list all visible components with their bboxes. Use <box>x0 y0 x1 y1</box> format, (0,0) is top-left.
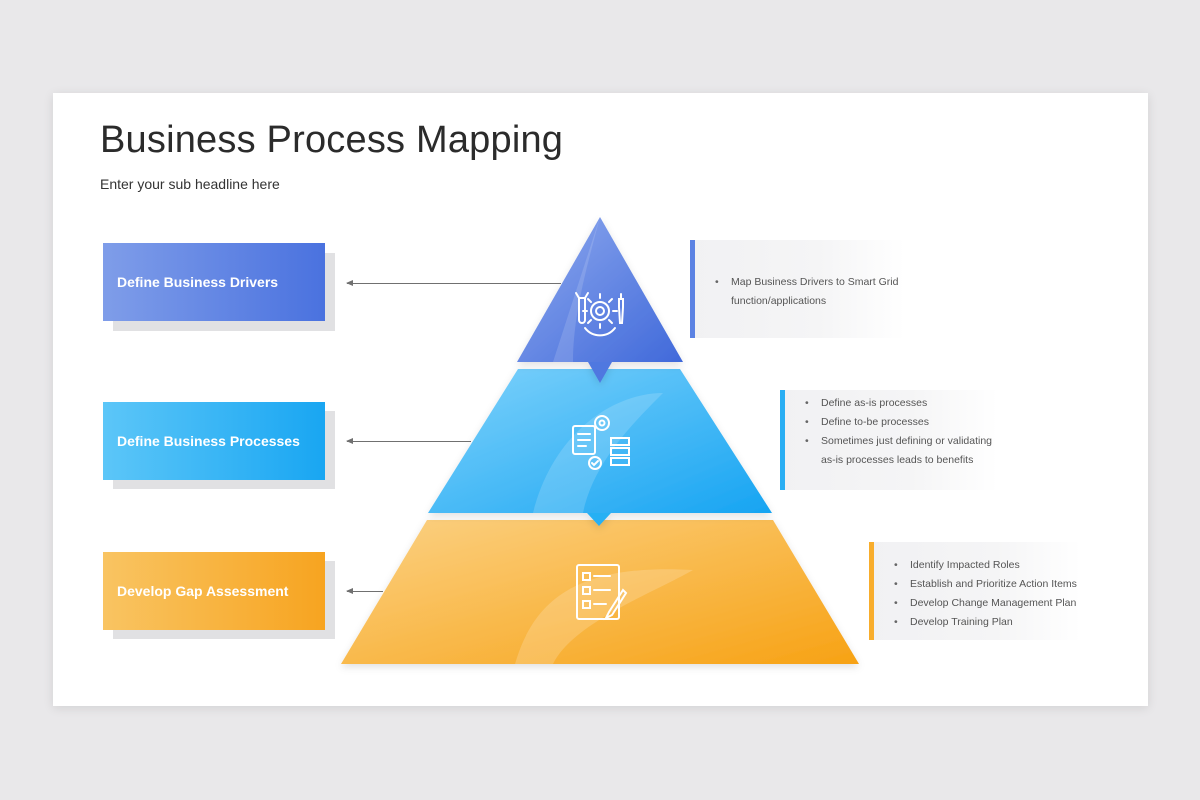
level-3-box: Develop Gap Assessment <box>103 552 325 630</box>
connector-arrow-2 <box>346 438 471 444</box>
checklist-icon <box>576 564 628 621</box>
level-1-label: Define Business Drivers <box>117 274 279 290</box>
note-bullet: Establish and Prioritize Action Items <box>894 575 1081 594</box>
connector-arrow-3 <box>346 588 383 594</box>
pyramid-tier-2 <box>428 369 772 526</box>
note-1: Map Business Drivers to Smart Grid funct… <box>690 240 905 338</box>
level-2-box: Define Business Processes <box>103 402 325 480</box>
level-1-box: Define Business Drivers <box>103 243 325 321</box>
note-bullet: Define as-is processes <box>805 394 992 413</box>
note-bullet: Develop Change Management Plan <box>894 594 1081 613</box>
note-bullet: Sometimes just defining or validating as… <box>805 432 992 470</box>
pyramid-tier-1 <box>517 217 683 383</box>
note-bullet: Define to-be processes <box>805 413 992 432</box>
page-title: Business Process Mapping <box>100 119 564 161</box>
connector-arrow-1 <box>346 280 561 286</box>
level-2-label: Define Business Processes <box>117 433 300 449</box>
pyramid-diagram <box>341 217 859 664</box>
note-2-accent <box>780 390 785 490</box>
note-bullet: Develop Training Plan <box>894 613 1081 632</box>
note-3: Identify Impacted Roles Establish and Pr… <box>869 542 1081 640</box>
note-1-accent <box>690 240 695 338</box>
note-2: Define as-is processes Define to-be proc… <box>780 390 998 490</box>
level-3-label: Develop Gap Assessment <box>117 583 289 599</box>
note-bullet: Map Business Drivers to Smart Grid funct… <box>715 273 900 311</box>
note-bullet: Identify Impacted Roles <box>894 556 1081 575</box>
pyramid-tier-3 <box>341 520 859 664</box>
process-flow-icon <box>572 415 630 470</box>
slide: Business Process Mapping Enter your sub … <box>53 93 1148 706</box>
page-subtitle: Enter your sub headline here <box>100 176 280 192</box>
note-3-accent <box>869 542 874 640</box>
tools-gear-icon <box>575 292 624 337</box>
